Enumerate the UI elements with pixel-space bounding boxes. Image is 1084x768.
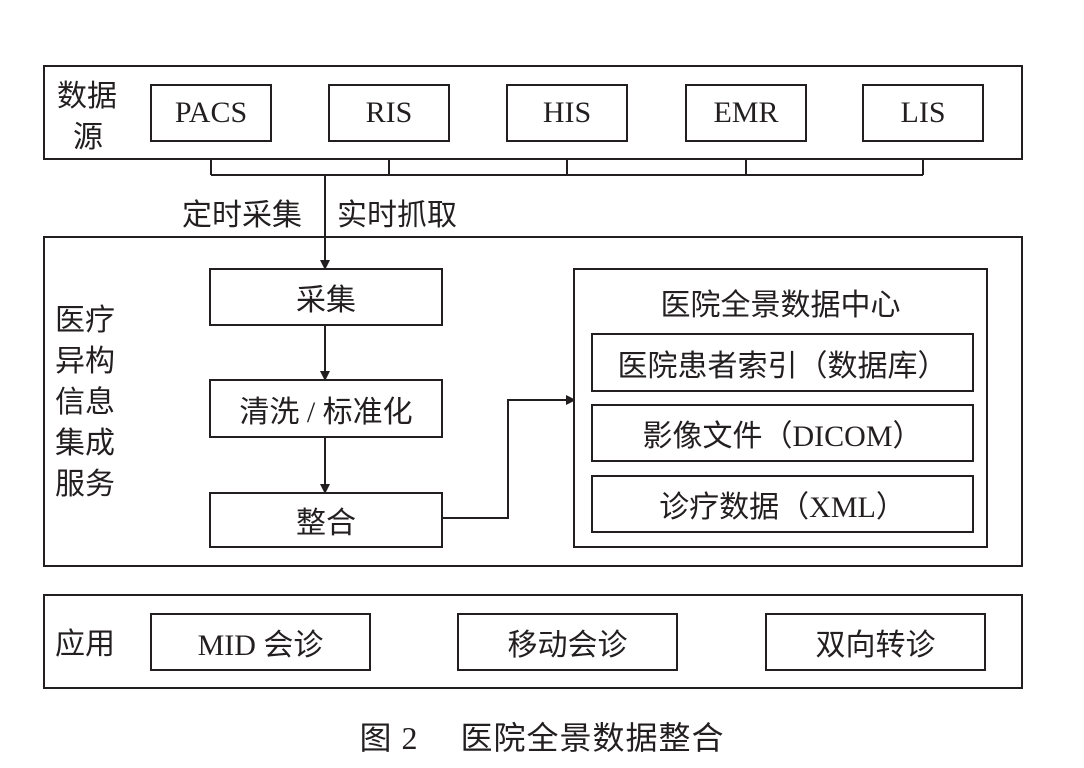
step-integrate: 整合 [209,492,443,548]
app-mobile-consultation: 移动会诊 [457,613,678,671]
step-collect: 采集 [209,268,443,326]
figure-title: 医院全景数据整合 [460,720,725,756]
integration-service-label: 医疗 异构 信息 集成 服务 [55,300,115,505]
realtime-capture-label: 实时抓取 [337,199,457,232]
integration-label-line5: 服务 [55,468,115,501]
applications-label: 应用 [55,628,115,661]
integration-label-line1: 医疗 [55,304,115,337]
source-pacs: PACS [150,84,272,142]
integration-service-panel [43,236,1023,567]
source-emr: EMR [685,84,807,142]
scheduled-collect-label: 定时采集 [182,199,302,232]
app-two-way-referral: 双向转诊 [765,613,986,671]
data-sources-label-line2: 源 [73,121,103,154]
source-his: HIS [506,84,628,142]
data-center-patient-index: 医院患者索引（数据库） [591,333,974,392]
integration-label-line2: 异构 [55,345,115,378]
data-center-dicom-files: 影像文件（DICOM） [591,404,974,462]
integrate-to-center-arrow [443,395,576,519]
data-center-title: 医院全景数据中心 [660,289,901,322]
step-clean-standardize: 清洗 / 标准化 [209,379,443,438]
figure-number: 图 2 [359,720,419,756]
source-lis: LIS [862,84,984,142]
data-sources-label-line1: 数据 [57,80,117,113]
figure-caption: 图 2 医院全景数据整合 [0,713,1084,759]
data-center-xml-records: 诊疗数据（XML） [591,475,974,533]
integration-label-line4: 集成 [55,427,115,460]
app-mid-consultation: MID 会诊 [150,613,371,671]
integration-label-line3: 信息 [55,386,115,419]
data-sources-label: 数据 源 [57,76,117,158]
source-ris: RIS [328,84,450,142]
